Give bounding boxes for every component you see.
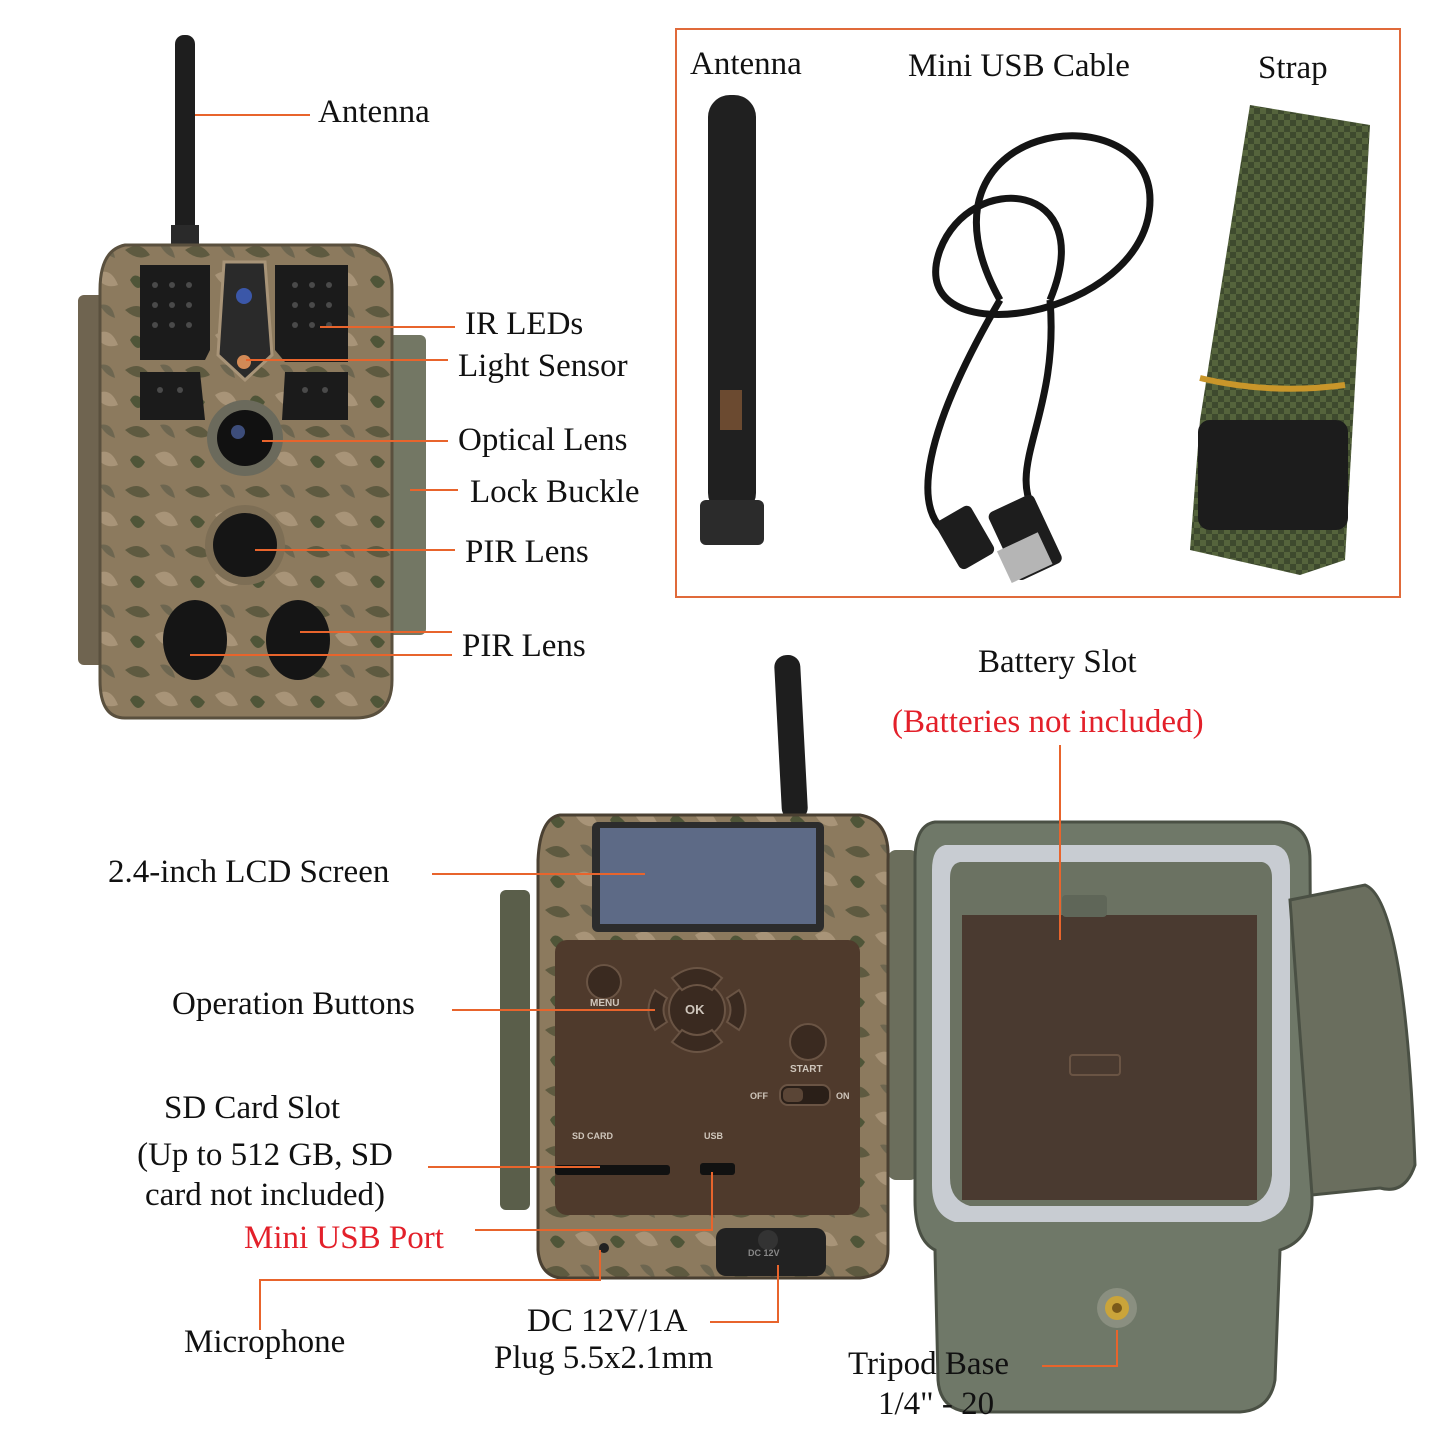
label-sd-card-note: (Up to 512 GB, SD card not included): [137, 1137, 393, 1213]
menu-text: MENU: [590, 998, 619, 1009]
usb-cable-icon: [932, 132, 1154, 318]
microphone-icon: [599, 1243, 609, 1253]
accessory-usb-cable: [924, 132, 1154, 584]
dc-jack-text: DC 12V: [748, 1248, 780, 1258]
accessory-antenna: [700, 95, 764, 545]
front-camera: [78, 35, 426, 720]
mini-usb-port: [700, 1163, 735, 1175]
accessory-strap: [1190, 105, 1370, 575]
left-button[interactable]: [647, 988, 669, 1032]
up-button[interactable]: [670, 967, 724, 992]
label-pir-lens-1: PIR Lens: [465, 534, 589, 570]
label-sd-card-slot: SD Card Slot: [164, 1090, 341, 1126]
optical-lens-icon: [217, 410, 273, 466]
hinge: [888, 850, 918, 1180]
label-battery-note: (Batteries not included): [892, 704, 1204, 740]
on-text: ON: [836, 1091, 850, 1101]
lock-buckle-flap: [1288, 883, 1417, 1197]
label-mini-usb-port: Mini USB Port: [244, 1220, 444, 1256]
label-battery-slot: Battery Slot: [978, 644, 1137, 680]
down-button[interactable]: [670, 1028, 724, 1053]
menu-button[interactable]: [586, 964, 622, 1000]
back-leader-lines: [259, 745, 1118, 1367]
ok-text: OK: [685, 1002, 705, 1017]
front-leader-lines: [190, 114, 458, 656]
label-tripod-base: Tripod Base: [848, 1346, 1010, 1382]
accessories-box: [675, 28, 1401, 598]
lcd-screen: [600, 828, 816, 924]
front-antenna-icon: [175, 35, 195, 240]
label-accessory-antenna: Antenna: [690, 46, 802, 82]
label-tripod-thread: 1/4" - 20: [878, 1386, 995, 1422]
light-sensor-icon: [236, 288, 252, 304]
usb-text: USB: [704, 1131, 724, 1141]
pir-lens-right-icon: [266, 600, 330, 680]
label-ir-leds: IR LEDs: [465, 306, 584, 342]
start-text: START: [790, 1064, 823, 1075]
label-microphone: Microphone: [184, 1324, 346, 1360]
label-pir-lens-2: PIR Lens: [462, 628, 586, 664]
sd-card-text: SD CARD: [572, 1131, 614, 1141]
label-antenna: Antenna: [318, 94, 430, 130]
off-text: OFF: [750, 1091, 768, 1101]
lock-buckle-icon: [388, 335, 426, 635]
label-dc-power: DC 12V/1A: [527, 1303, 688, 1339]
pir-lens-main-icon: [213, 513, 277, 577]
start-button[interactable]: [789, 1023, 827, 1061]
pir-lens-left-icon: [163, 600, 227, 680]
label-operation-buttons: Operation Buttons: [172, 986, 415, 1022]
ir-led-array: [152, 282, 332, 393]
label-accessory-usb-cable: Mini USB Cable: [908, 48, 1130, 84]
back-camera: [500, 655, 1417, 1414]
label-optical-lens: Optical Lens: [458, 422, 628, 458]
control-panel: [555, 940, 860, 1215]
label-accessory-strap: Strap: [1258, 50, 1328, 86]
label-dc-plug: Plug 5.5x2.1mm: [494, 1340, 714, 1376]
label-light-sensor: Light Sensor: [458, 348, 628, 384]
right-button[interactable]: [725, 988, 747, 1032]
label-lock-buckle: Lock Buckle: [470, 474, 640, 510]
label-lcd-screen: 2.4-inch LCD Screen: [108, 854, 390, 890]
battery-slot: [962, 915, 1257, 1200]
dc-jack-cover: [716, 1228, 826, 1276]
